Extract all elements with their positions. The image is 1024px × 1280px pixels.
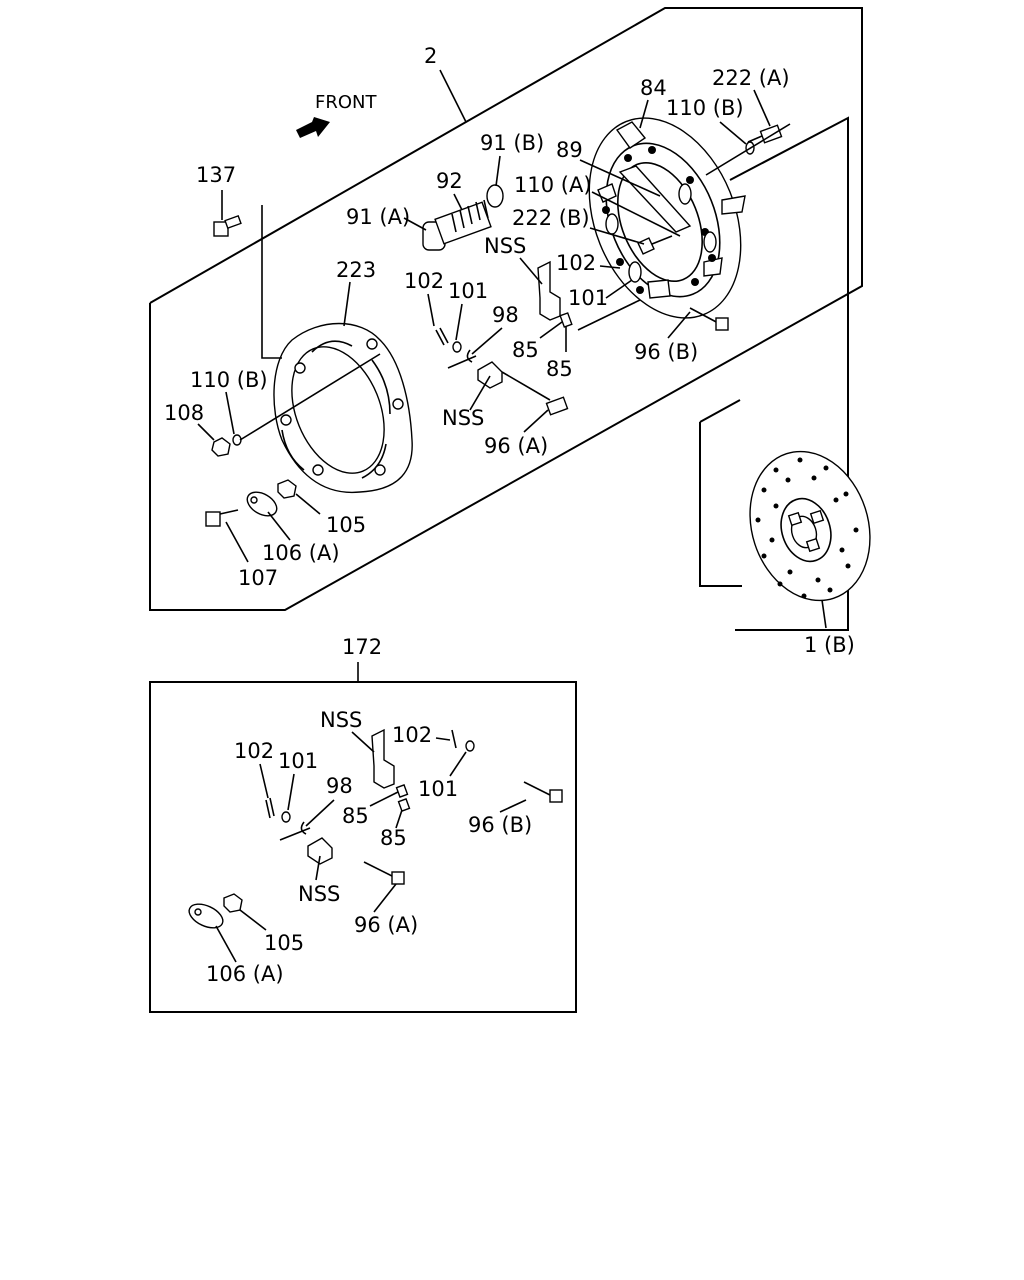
label-91b: 91 (B)	[480, 131, 544, 155]
label-b-105: 105	[264, 931, 304, 955]
label-b-96b: 96 (B)	[468, 813, 532, 837]
label-101-right: 101	[568, 286, 608, 310]
label-96b: 96 (B)	[634, 340, 698, 364]
front-arrow: FRONT	[296, 92, 377, 138]
assembly-number-top: 2	[424, 44, 437, 68]
label-222b: 222 (B)	[512, 206, 590, 230]
label-137: 137	[196, 163, 236, 187]
leaders-top	[197, 89, 771, 563]
label-b-102-left: 102	[234, 739, 274, 763]
label-101-left: 101	[448, 279, 488, 303]
label-84: 84	[640, 76, 667, 100]
bolt-137	[213, 214, 242, 237]
label-b-96a: 96 (A)	[354, 913, 418, 937]
labels-top: 84 222 (A) 110 (B) 89 110 (A) 222 (B) 91…	[164, 66, 855, 657]
parts-bottom	[188, 728, 563, 929]
label-102-left: 102	[404, 269, 444, 293]
label-b-106a: 106 (A)	[206, 962, 284, 986]
label-nss-1: NSS	[484, 234, 526, 258]
pressure-plate-84	[588, 117, 746, 319]
assembly-number-bottom: 172	[342, 635, 382, 659]
label-b-nss-1: NSS	[320, 708, 362, 732]
label-1b: 1 (B)	[804, 633, 855, 657]
clutch-disc-1b	[749, 450, 871, 602]
label-98: 98	[492, 303, 519, 327]
label-b-85-b: 85	[380, 826, 407, 850]
label-b-102-right: 102	[392, 723, 432, 747]
label-110b-left: 110 (B)	[190, 368, 268, 392]
label-b-101-right: 101	[418, 777, 458, 801]
label-92: 92	[436, 169, 463, 193]
labels-bottom: NSS 102 102 101 98 85 101 85 96 (B) NSS …	[206, 708, 532, 986]
label-110b-right: 110 (B)	[666, 96, 744, 120]
assembly-frame-bottom	[149, 681, 577, 1013]
label-105: 105	[326, 513, 366, 537]
label-102: 102	[556, 251, 596, 275]
release-yoke-top	[435, 260, 573, 416]
bolt-96b-top	[689, 307, 729, 331]
small-parts-top	[205, 434, 297, 527]
label-110a: 110 (A)	[514, 173, 592, 197]
label-108: 108	[164, 401, 204, 425]
label-b-85-a: 85	[342, 804, 369, 828]
leaders-bottom	[215, 731, 527, 963]
label-107: 107	[238, 566, 278, 590]
label-96a: 96 (A)	[484, 434, 548, 458]
label-b-nss-2: NSS	[298, 882, 340, 906]
release-parts-91-92	[422, 184, 504, 251]
label-89: 89	[556, 138, 583, 162]
label-222a: 222 (A)	[712, 66, 790, 90]
label-223: 223	[336, 258, 376, 282]
label-91a: 91 (A)	[346, 205, 410, 229]
label-b-101-left: 101	[278, 749, 318, 773]
leader-2	[439, 69, 467, 123]
clutch-cover-223	[273, 322, 413, 494]
front-arrow-icon	[296, 117, 330, 138]
label-85-a: 85	[512, 338, 539, 362]
label-85-b: 85	[546, 357, 573, 381]
assembly-frame-top	[149, 7, 863, 631]
label-nss-2: NSS	[442, 406, 484, 430]
label-106a: 106 (A)	[262, 541, 340, 565]
front-label: FRONT	[315, 92, 377, 113]
label-b-98: 98	[326, 774, 353, 798]
alignment-lines-top	[239, 123, 791, 441]
